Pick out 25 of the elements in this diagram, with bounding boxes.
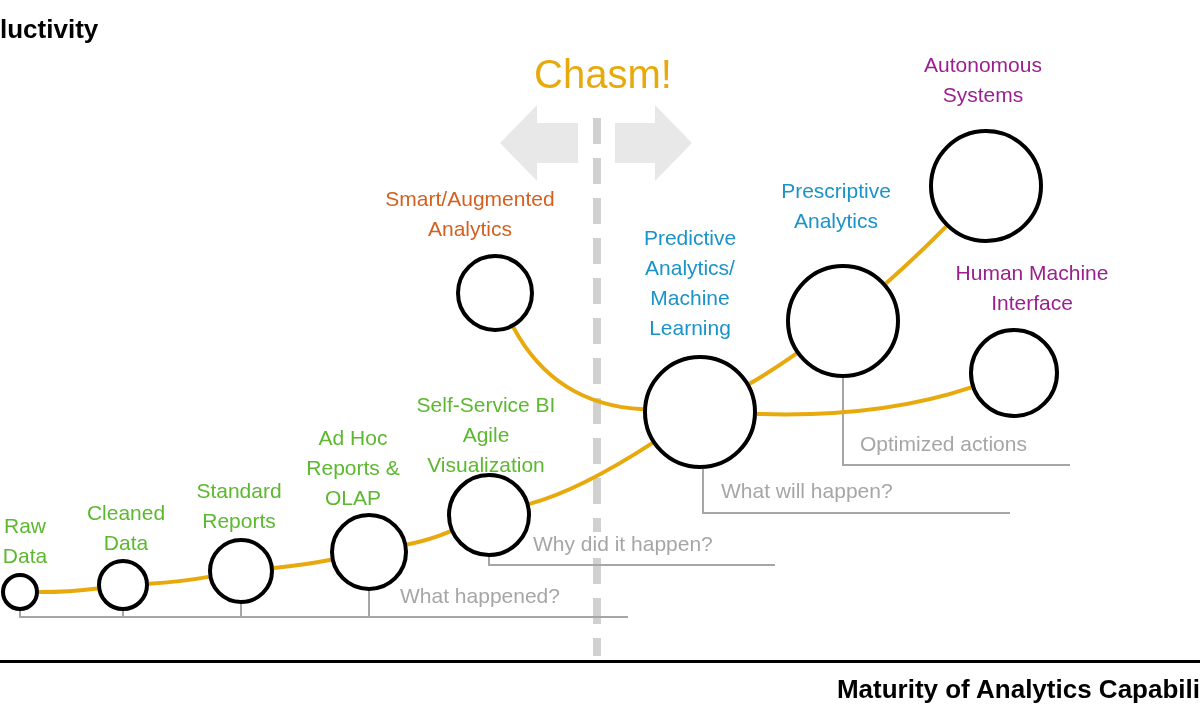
curve-connector: [273, 557, 332, 570]
stage-label: Autonomous Systems: [923, 52, 1043, 108]
curve-connector: [748, 352, 798, 386]
curve-connector: [511, 326, 644, 412]
stage-label: Cleaned Data: [85, 500, 167, 556]
stage-label: Ad Hoc Reports & OLAP: [305, 425, 401, 511]
stage-label: Self-Service BI Agile Visualization: [415, 392, 557, 478]
stage-label: Standard Reports: [195, 478, 283, 534]
curve-connector: [406, 529, 452, 547]
curve-connector: [39, 586, 98, 594]
stage-circle: [1, 573, 39, 611]
curve-connector: [528, 441, 654, 506]
stage-label: Predictive Analytics/ Machine Learning: [642, 225, 738, 341]
axis-title: luctivity: [0, 14, 99, 45]
stage-circle: [97, 559, 149, 611]
bracket-caption: Why did it happen?: [533, 532, 713, 556]
stage-label: Prescriptive Analytics: [780, 178, 892, 234]
chasm-heading: Chasm!: [534, 52, 672, 97]
curve-connector: [148, 574, 209, 586]
axis-title: Maturity of Analytics Capabili: [836, 674, 1200, 705]
stage-label: Raw Data: [1, 513, 49, 569]
stage-label: Smart/Augmented Analytics: [384, 186, 556, 242]
curve-connector: [756, 385, 972, 417]
curve-connector: [884, 225, 948, 285]
stage-label: Human Machine Interface: [954, 260, 1110, 316]
